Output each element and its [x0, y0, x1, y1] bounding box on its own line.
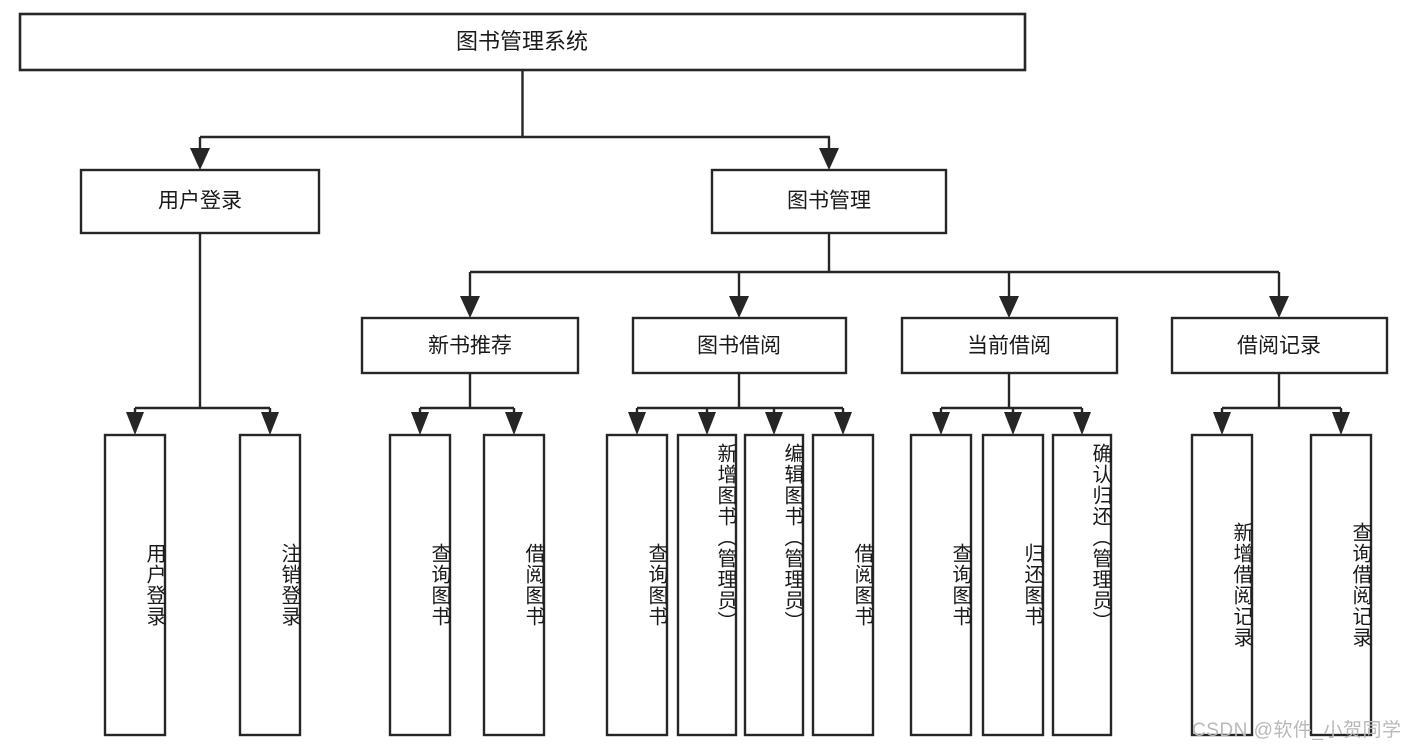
- node-current-borrow-box[interactable]: [900, 316, 1119, 375]
- leaf-boxes: [103, 433, 1373, 737]
- arrow-head-leaf-query-book-1: [411, 412, 429, 435]
- csdn-watermark: CSDN @软件_小贺同学: [1192, 720, 1402, 741]
- node-book-manage-box[interactable]: [710, 168, 948, 235]
- node-borrow-record[interactable]: 借阅记录: [1170, 316, 1389, 375]
- connector-group-user-login: [126, 233, 279, 435]
- connector-group-book-manage: [460, 233, 1289, 318]
- arrow-head-leaf-confirm-return: [1073, 412, 1091, 435]
- arrow-head-leaf-add-record: [1213, 412, 1231, 435]
- node-current-borrow[interactable]: 当前借阅: [900, 316, 1119, 375]
- arrow-head-user-login: [190, 148, 210, 170]
- node-book-borrow[interactable]: 图书借阅: [631, 316, 848, 375]
- leaf-box-query-book-3[interactable]: [909, 433, 973, 737]
- arrow-head-leaf-logout: [261, 412, 279, 435]
- arrow-head-borrow-record: [1269, 296, 1289, 318]
- arrow-head-book-manage: [819, 148, 839, 170]
- arrow-head-leaf-add-book: [698, 412, 716, 435]
- leaf-box-edit-book[interactable]: [743, 433, 805, 737]
- arrow-head-leaf-query-book-3: [932, 412, 950, 435]
- connector-group-new-book-rec: [411, 373, 523, 435]
- node-borrow-record-box[interactable]: [1170, 316, 1389, 375]
- connector-group-book-borrow: [628, 373, 852, 435]
- arrow-head-leaf-query-record: [1332, 412, 1350, 435]
- leaf-box-query-book-2[interactable]: [605, 433, 669, 737]
- node-current-borrow-label: 当前借阅: [967, 335, 1051, 358]
- node-new-book-rec-box[interactable]: [360, 316, 580, 375]
- leaf-box-query-record[interactable]: [1309, 433, 1373, 737]
- connector-group-current-borrow: [932, 373, 1091, 435]
- node-book-borrow-box[interactable]: [631, 316, 848, 375]
- arrow-head-leaf-borrow-book-1: [505, 412, 523, 435]
- leaf-box-borrow-book-1[interactable]: [482, 433, 546, 737]
- node-user-login-box[interactable]: [79, 168, 321, 235]
- node-borrow-record-label: 借阅记录: [1237, 335, 1321, 358]
- connector-group-borrow-record: [1213, 373, 1350, 435]
- arrow-head-leaf-return-book: [1004, 412, 1022, 435]
- node-book-borrow-label: 图书借阅: [697, 335, 781, 358]
- leaf-box-user-login[interactable]: [103, 433, 167, 737]
- arrow-head-leaf-query-book-2: [628, 412, 646, 435]
- arrow-head-new-book-rec: [460, 296, 480, 318]
- leaf-box-confirm-return[interactable]: [1051, 433, 1113, 737]
- node-root[interactable]: 图书管理系统: [18, 12, 1027, 72]
- node-root-box[interactable]: [18, 12, 1027, 72]
- leaf-box-logout[interactable]: [238, 433, 302, 737]
- node-book-manage[interactable]: 图书管理: [710, 168, 948, 235]
- connector-group-root: [190, 70, 839, 170]
- node-user-login[interactable]: 用户登录: [79, 168, 321, 235]
- arrow-head-leaf-user-login: [126, 412, 144, 435]
- node-user-login-label: 用户登录: [158, 190, 242, 213]
- leaf-box-return-book[interactable]: [981, 433, 1045, 737]
- node-new-book-rec-label: 新书推荐: [428, 335, 512, 358]
- node-book-manage-label: 图书管理: [787, 190, 871, 213]
- node-new-book-rec[interactable]: 新书推荐: [360, 316, 580, 375]
- node-root-label: 图书管理系统: [456, 29, 588, 54]
- leaf-box-borrow-book-2[interactable]: [811, 433, 875, 737]
- arrow-head-current-borrow: [999, 296, 1019, 318]
- arrow-head-leaf-edit-book: [765, 412, 783, 435]
- leaf-box-add-record[interactable]: [1190, 433, 1254, 737]
- arrow-head-leaf-borrow-book-2: [834, 412, 852, 435]
- leaf-box-query-book-1[interactable]: [388, 433, 452, 737]
- leaf-box-add-book[interactable]: [676, 433, 738, 737]
- arrow-head-book-borrow: [729, 296, 749, 318]
